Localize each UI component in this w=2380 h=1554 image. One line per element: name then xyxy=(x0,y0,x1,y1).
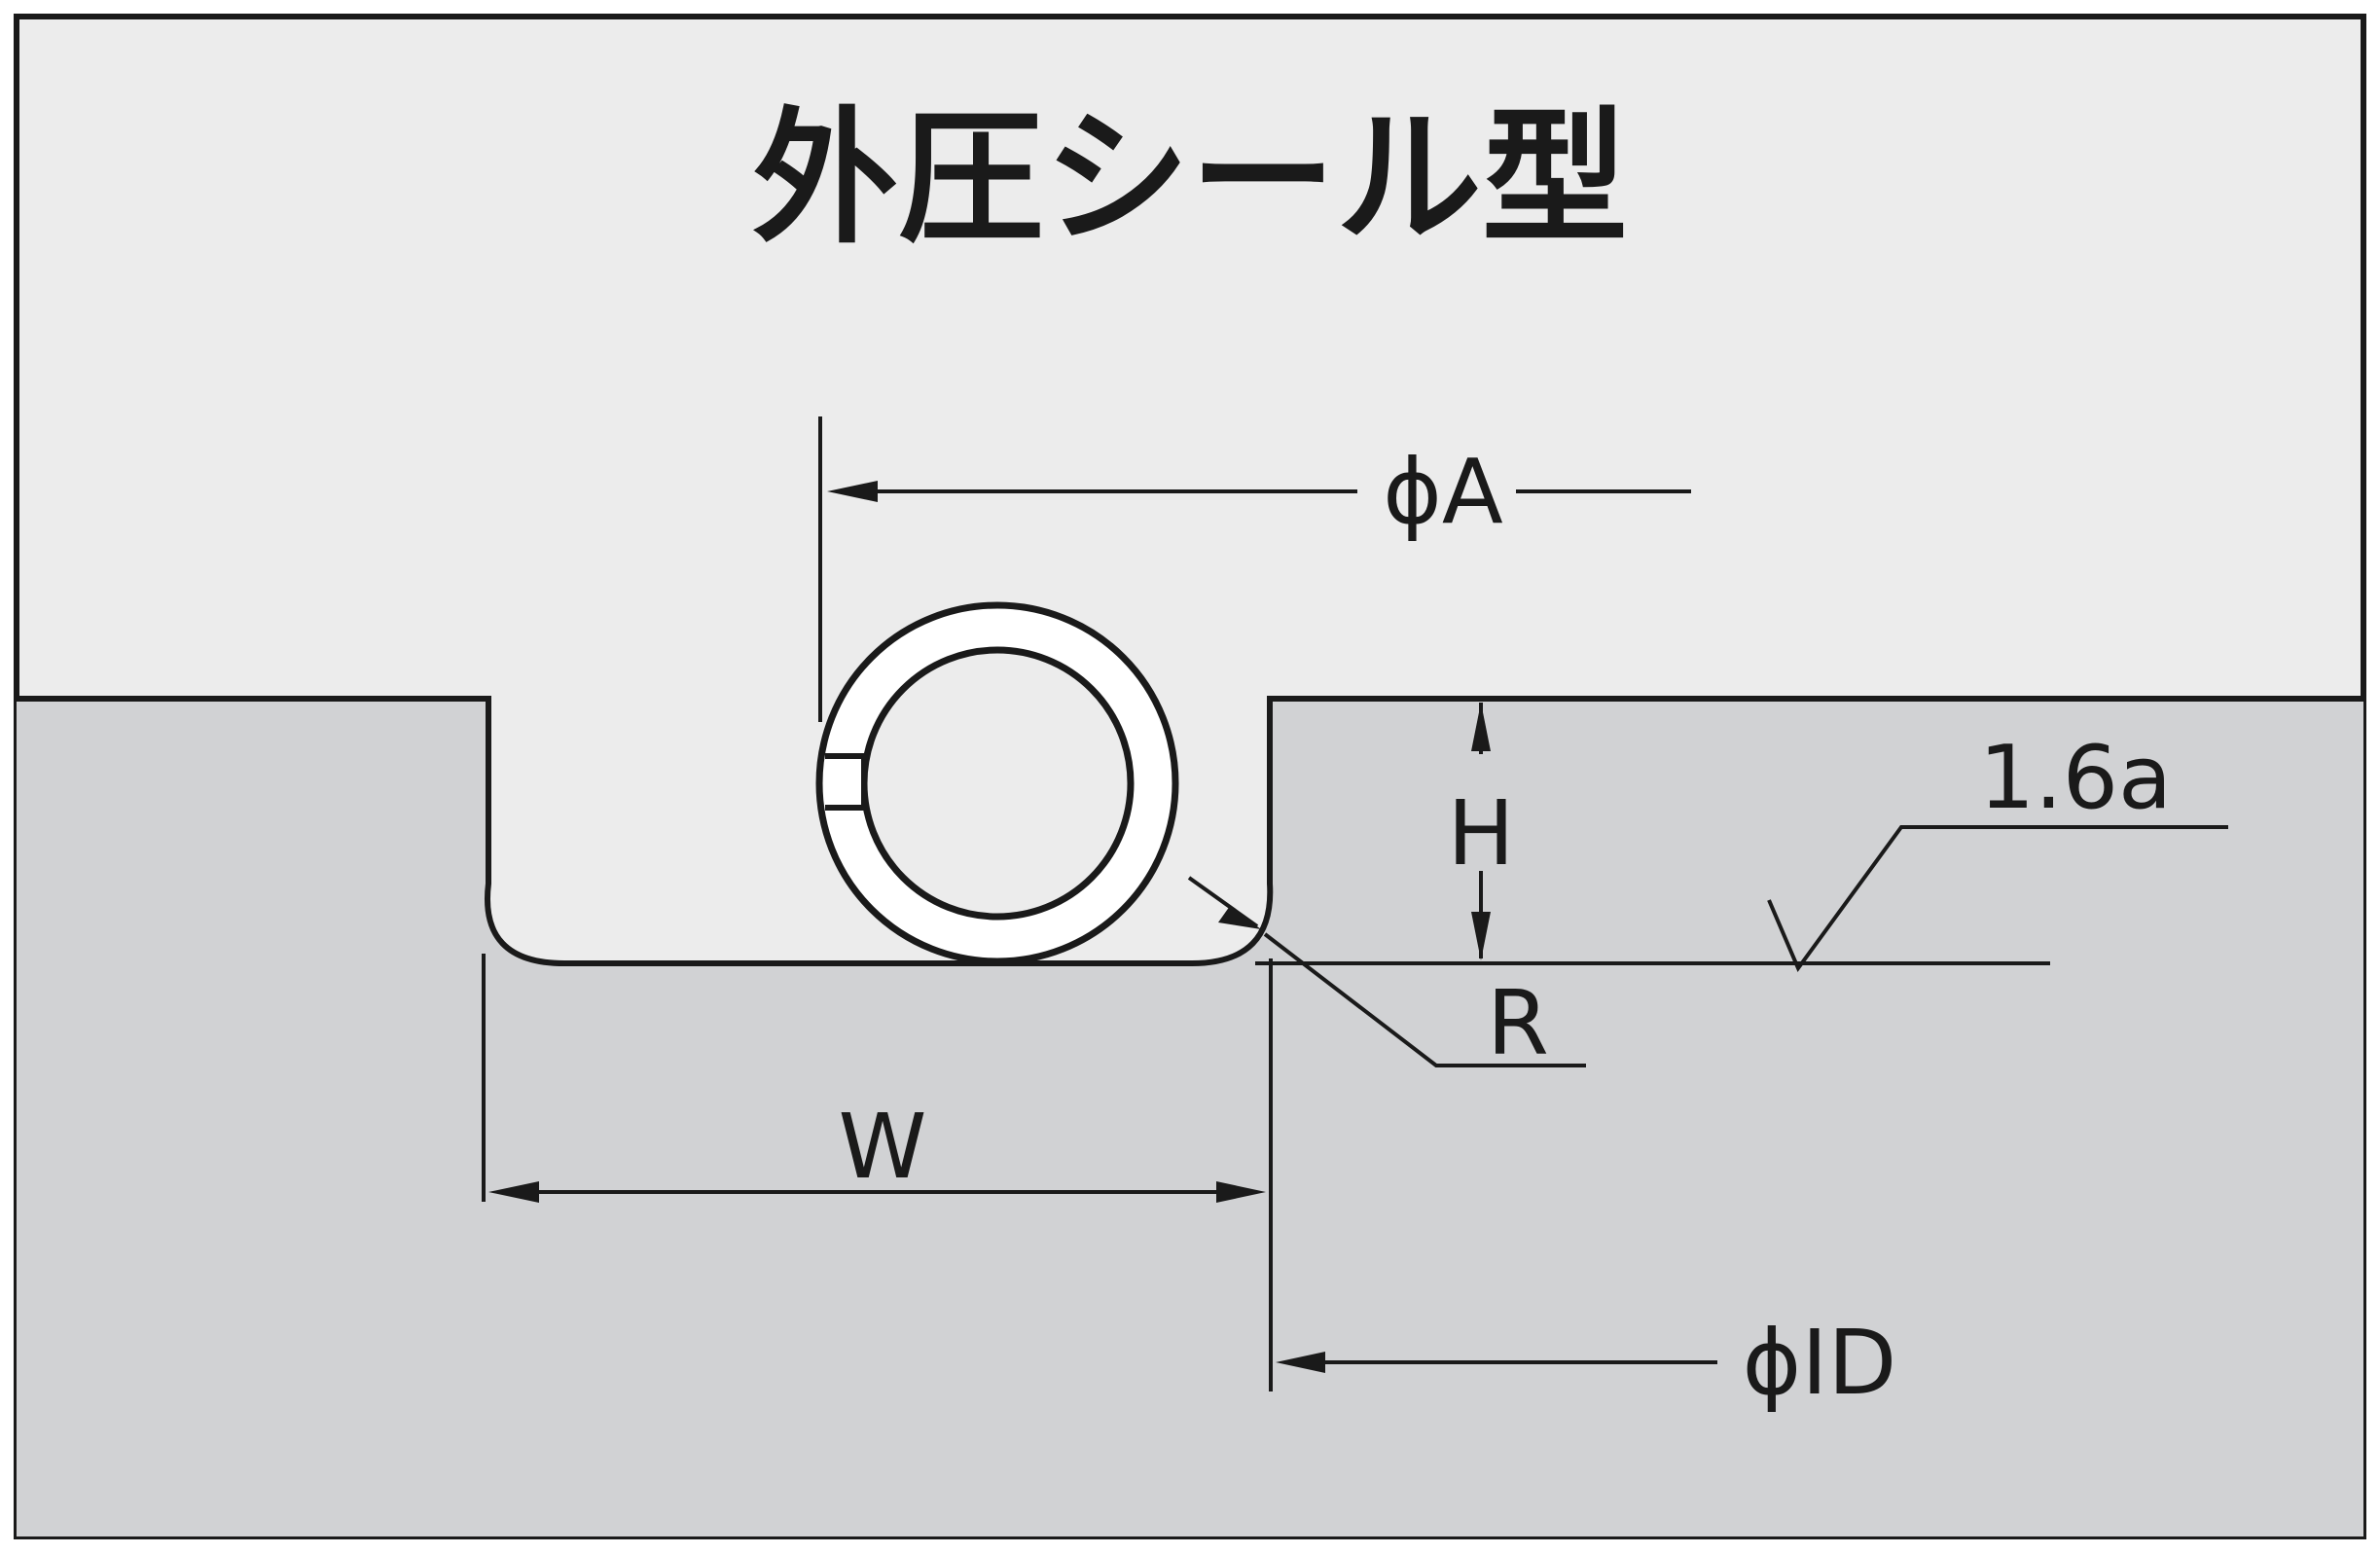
r-label: R xyxy=(1487,971,1549,1075)
phi-id-arrowhead xyxy=(1276,1352,1325,1373)
phi-id-label: ϕID xyxy=(1743,1311,1897,1415)
h-arrowhead-bottom xyxy=(1471,912,1491,960)
r-arrowhead xyxy=(1218,906,1261,929)
r-leader-line xyxy=(1263,932,1586,1067)
groove-outline xyxy=(17,696,2363,966)
page-title: 外圧シール型 xyxy=(752,94,1628,264)
h-arrowhead-top xyxy=(1471,703,1491,751)
o-ring-inner xyxy=(860,646,1135,921)
w-label: W xyxy=(839,1095,927,1199)
roughness-symbol xyxy=(1767,825,2228,973)
w-arrowhead-left xyxy=(488,1181,539,1203)
phi-a-label: ϕA xyxy=(1383,440,1503,544)
h-label: H xyxy=(1447,781,1514,885)
o-ring-split xyxy=(827,756,864,808)
roughness-label: 1.6a xyxy=(1979,727,2172,829)
w-arrowhead-right xyxy=(1216,1181,1266,1203)
phi-a-arrowhead xyxy=(827,481,878,502)
housing-body xyxy=(17,699,2363,1536)
